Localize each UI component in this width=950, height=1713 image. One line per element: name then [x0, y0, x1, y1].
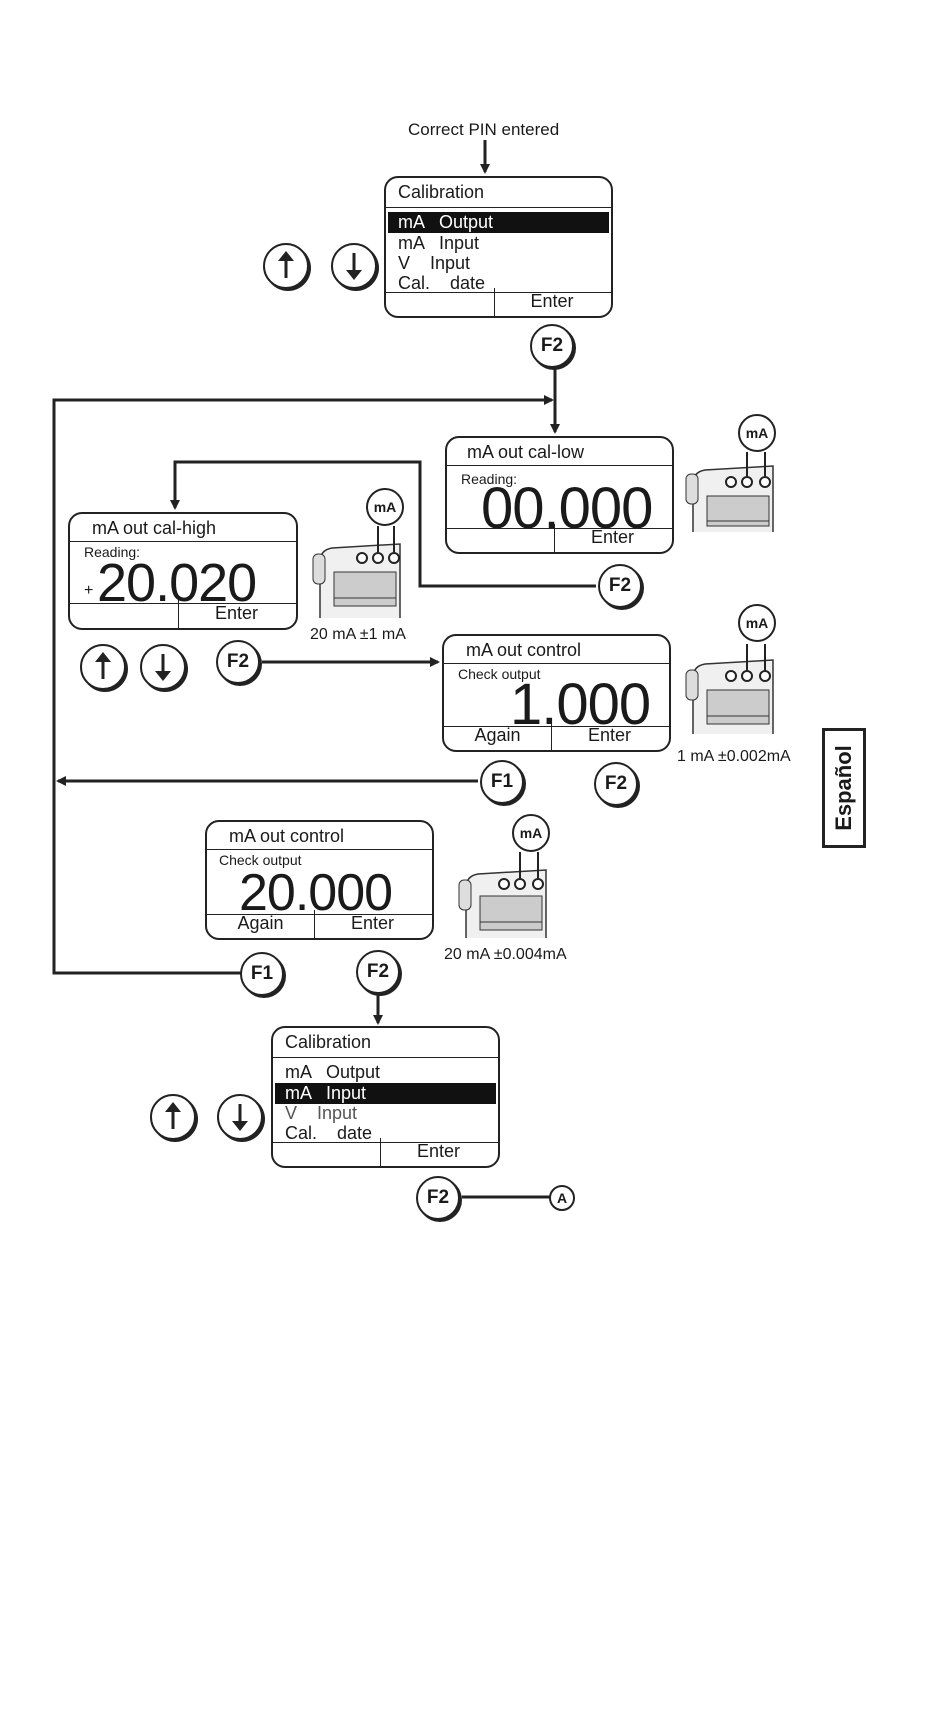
f2-key[interactable]: F2 — [416, 1176, 460, 1220]
ma-terminal-label: mA — [512, 814, 550, 852]
f1-key[interactable]: F1 — [480, 760, 524, 804]
softkey-enter[interactable]: Enter — [416, 1141, 461, 1161]
arrow-up-icon — [165, 1102, 181, 1129]
arrow-down-icon — [346, 253, 362, 280]
reading-value: 20.020 — [97, 553, 257, 613]
softkey-enter[interactable]: Enter — [590, 527, 635, 547]
arrow-down-icon — [232, 1104, 248, 1131]
down-arrow-button[interactable] — [217, 1094, 263, 1140]
softkey-enter[interactable]: Enter — [587, 725, 632, 745]
calibration-menu-screen: Calibration mA Output mA Input V Input C… — [271, 1026, 500, 1168]
screen-title: mA out cal-low — [467, 442, 585, 462]
menu-item-ma-input[interactable]: mA Input — [398, 233, 480, 253]
screen-title: Calibration — [285, 1032, 372, 1052]
f2-key[interactable]: F2 — [530, 324, 574, 368]
up-arrow-button[interactable] — [263, 243, 309, 289]
tolerance-caption: 20 mA ±0.004mA — [444, 946, 567, 963]
ma-terminal-label: mA — [738, 604, 776, 642]
screen-title: mA out control — [229, 826, 345, 846]
down-arrow-button[interactable] — [140, 644, 186, 690]
reading-label: Reading: — [461, 471, 518, 487]
ma-out-control-screen: mA out control Check output 20.000 Again… — [205, 820, 434, 940]
menu-item-ma-input[interactable]: mA Input — [275, 1083, 496, 1104]
language-tab-label: Español — [831, 745, 856, 831]
arrow-up-icon — [95, 652, 111, 679]
f1-key[interactable]: F1 — [240, 952, 284, 996]
reading-value: 00.000 — [481, 476, 653, 541]
language-tab: Español — [822, 728, 866, 848]
ma-out-cal-low-screen: mA out cal-low Reading: 00.000 Enter — [445, 436, 674, 554]
softkey-left[interactable] — [70, 600, 179, 628]
softkey-left[interactable] — [447, 524, 555, 552]
check-output-label: Check output — [458, 666, 541, 682]
menu-item-v-input[interactable]: V Input — [285, 1103, 358, 1123]
arrow-down-icon — [155, 654, 171, 681]
softkey-again[interactable]: Again — [444, 722, 552, 750]
menu-item-cal-date[interactable]: Cal. date — [285, 1123, 373, 1143]
sign: + — [84, 582, 94, 599]
reading-label: Reading: — [84, 544, 141, 560]
f2-key[interactable]: F2 — [356, 950, 400, 994]
up-arrow-button[interactable] — [80, 644, 126, 690]
softkey-left[interactable] — [386, 288, 495, 316]
output-value: 1.000 — [510, 672, 651, 737]
calibrator-device-image — [685, 644, 774, 734]
calibrator-device-image — [312, 526, 401, 618]
ma-out-control-screen: mA out control Check output 1.000 Again … — [442, 634, 671, 752]
calibrator-device-image — [458, 852, 547, 938]
f2-key[interactable]: F2 — [594, 762, 638, 806]
menu-item-cal-date[interactable]: Cal. date — [398, 273, 486, 293]
screen-title: mA out control — [466, 640, 582, 660]
header-label: Correct PIN entered — [408, 120, 560, 139]
ma-terminal-label: mA — [738, 414, 776, 452]
screen-title: Calibration — [398, 182, 485, 202]
menu-item-ma-output[interactable]: mA Output — [285, 1062, 381, 1082]
f2-key[interactable]: F2 — [598, 564, 642, 608]
softkey-again[interactable]: Again — [207, 910, 315, 938]
up-arrow-button[interactable] — [150, 1094, 196, 1140]
softkey-enter[interactable]: Enter — [214, 603, 259, 623]
ma-out-cal-high-screen: mA out cal-high Reading: + 20.020 Enter — [68, 512, 298, 630]
down-arrow-button[interactable] — [331, 243, 377, 289]
menu-item-v-input[interactable]: V Input — [398, 253, 471, 273]
calibrator-device-image — [685, 452, 774, 532]
connector-a: A — [549, 1185, 575, 1211]
ma-terminal-label: mA — [366, 488, 404, 526]
menu-item-ma-output[interactable]: mA Output — [388, 212, 609, 233]
tolerance-caption: 1 mA ±0.002mA — [677, 748, 791, 765]
check-output-label: Check output — [219, 852, 302, 868]
screen-title: mA out cal-high — [92, 518, 217, 538]
calibration-menu-screen: Calibration mA Output mA Input V Input C… — [384, 176, 613, 318]
arrow-up-icon — [278, 251, 294, 278]
f2-key[interactable]: F2 — [216, 640, 260, 684]
softkey-enter[interactable]: Enter — [350, 913, 395, 933]
softkey-enter[interactable]: Enter — [530, 291, 574, 311]
softkey-left[interactable] — [273, 1138, 381, 1166]
tolerance-caption: 20 mA ±1 mA — [310, 626, 406, 643]
output-value: 20.000 — [239, 864, 393, 922]
